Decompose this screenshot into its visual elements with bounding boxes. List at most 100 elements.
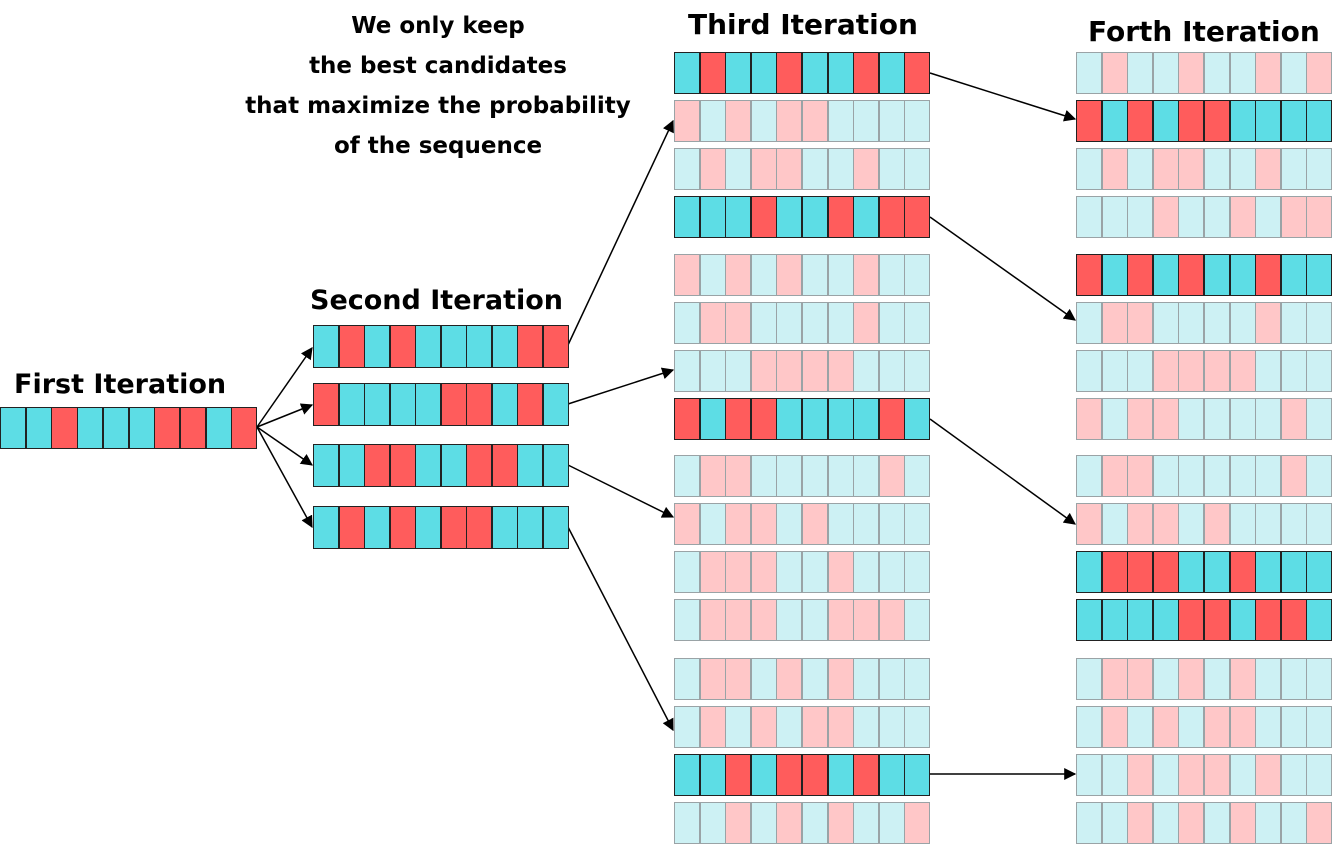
cyan-token — [674, 551, 701, 593]
cyan-token — [699, 754, 726, 796]
cyan-token — [542, 383, 569, 426]
red-token — [674, 398, 701, 440]
first-iteration-title: First Iteration — [14, 369, 227, 400]
cyan-token — [674, 350, 701, 392]
arrow-second-to-third-4 — [567, 526, 674, 732]
cyan-token — [1076, 52, 1103, 94]
cyan-token — [1306, 350, 1332, 392]
third-iteration-row — [674, 706, 931, 748]
cyan-token — [802, 196, 829, 238]
red-token — [750, 350, 777, 392]
cyan-token — [1280, 350, 1307, 392]
cyan-token — [674, 599, 701, 641]
red-token — [1204, 350, 1231, 392]
cyan-token — [878, 302, 905, 344]
cyan-token — [1306, 754, 1332, 796]
red-token — [1127, 398, 1154, 440]
cyan-token — [750, 302, 777, 344]
red-token — [827, 658, 854, 700]
cyan-token — [1076, 706, 1103, 748]
second-iteration-row — [313, 506, 569, 549]
cyan-token — [827, 503, 854, 545]
cyan-token — [878, 52, 905, 94]
red-token — [904, 52, 931, 94]
cyan-token — [725, 148, 752, 190]
arrow-first-to-second-2 — [256, 403, 314, 428]
cyan-token — [1127, 599, 1154, 641]
red-token — [466, 444, 492, 487]
first-iteration-row — [0, 407, 258, 449]
cyan-token — [1306, 398, 1332, 440]
cyan-token — [1306, 551, 1332, 593]
red-token — [1255, 52, 1282, 94]
red-token — [699, 599, 726, 641]
cyan-token — [1101, 254, 1128, 296]
cyan-token — [878, 350, 905, 392]
red-token — [674, 503, 701, 545]
forth-iteration-row — [1076, 148, 1332, 190]
cyan-token — [1127, 350, 1154, 392]
cyan-token — [776, 196, 803, 238]
red-token — [1178, 658, 1205, 700]
cyan-token — [878, 706, 905, 748]
cyan-token — [802, 398, 829, 440]
arrow-third-to-forth-2 — [929, 216, 1076, 321]
cyan-token — [827, 398, 854, 440]
forth-iteration-row — [1076, 52, 1332, 94]
red-token — [1280, 196, 1307, 238]
red-token — [699, 658, 726, 700]
red-token — [364, 444, 390, 487]
arrow-third-to-forth-3 — [929, 418, 1076, 525]
cyan-token — [750, 754, 777, 796]
red-token — [1152, 551, 1179, 593]
red-token — [1204, 100, 1231, 142]
forth-iteration-row — [1076, 503, 1332, 545]
cyan-token — [725, 706, 752, 748]
cyan-token — [1255, 350, 1282, 392]
arrow-first-to-second-1 — [256, 347, 313, 428]
red-token — [878, 599, 905, 641]
cyan-token — [77, 407, 104, 449]
cyan-token — [1152, 802, 1179, 844]
cyan-token — [878, 754, 905, 796]
cyan-token — [699, 398, 726, 440]
cyan-token — [853, 455, 880, 497]
red-token — [1255, 754, 1282, 796]
red-token — [1255, 302, 1282, 344]
second-iteration-row — [313, 444, 569, 487]
cyan-token — [750, 254, 777, 296]
red-token — [725, 100, 752, 142]
red-token — [776, 754, 803, 796]
cyan-token — [878, 254, 905, 296]
cyan-token — [1204, 658, 1231, 700]
red-token — [725, 398, 752, 440]
second-iteration-row — [313, 325, 569, 368]
third-iteration-row — [674, 551, 931, 593]
cyan-token — [802, 658, 829, 700]
cyan-token — [491, 506, 518, 549]
red-token — [776, 802, 803, 844]
red-token — [1152, 148, 1179, 190]
red-token — [1127, 754, 1154, 796]
red-token — [802, 350, 829, 392]
forth-iteration-row — [1076, 706, 1332, 748]
red-token — [1255, 148, 1282, 190]
cyan-token — [1076, 754, 1103, 796]
third-iteration-row — [674, 100, 931, 142]
cyan-token — [491, 383, 518, 426]
cyan-token — [802, 302, 829, 344]
cyan-token — [674, 802, 701, 844]
forth-iteration-row — [1076, 455, 1332, 497]
cyan-token — [1280, 754, 1307, 796]
cyan-token — [1280, 254, 1307, 296]
cyan-token — [1076, 148, 1103, 190]
arrow-second-to-third-3 — [567, 464, 675, 518]
cyan-token — [1280, 503, 1307, 545]
cyan-token — [1229, 398, 1256, 440]
red-token — [231, 407, 258, 449]
red-token — [1076, 398, 1103, 440]
cyan-token — [1229, 754, 1256, 796]
red-token — [1306, 802, 1332, 844]
red-token — [1306, 196, 1332, 238]
cyan-token — [776, 599, 803, 641]
